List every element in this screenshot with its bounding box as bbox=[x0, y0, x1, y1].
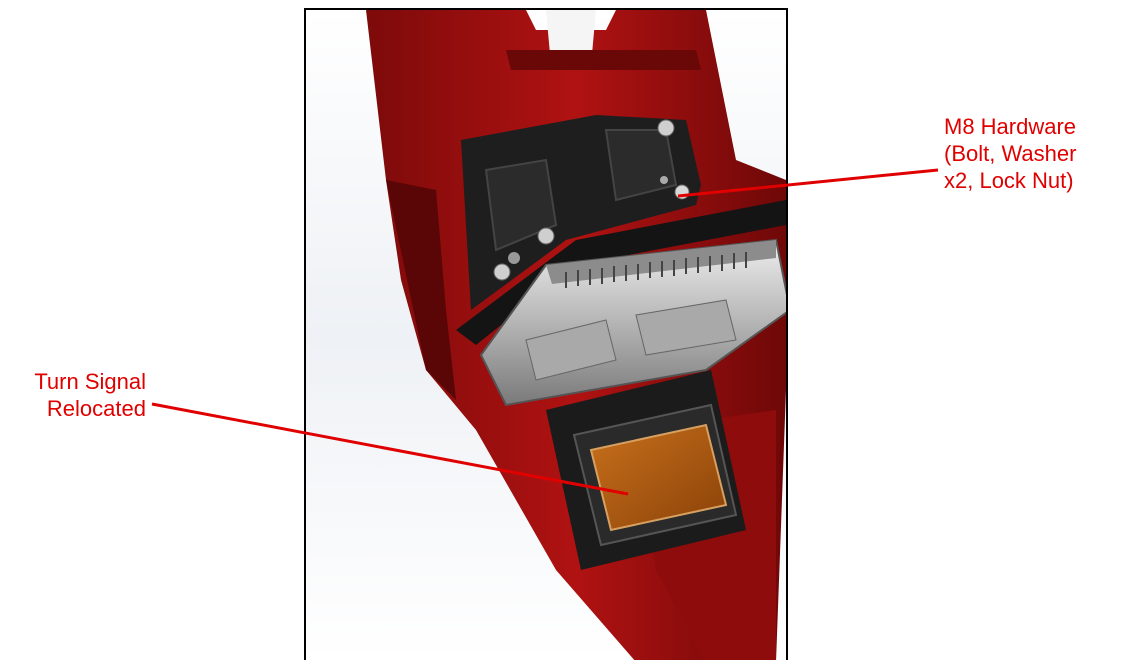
mounting-plate bbox=[456, 115, 786, 345]
callout-m8-hardware: M8 Hardware (Bolt, Washer x2, Lock Nut) bbox=[944, 114, 1077, 193]
controller-module bbox=[479, 238, 786, 407]
cad-render-frame bbox=[304, 8, 788, 660]
callout-turn-signal: Turn Signal Relocated bbox=[34, 369, 146, 421]
cad-render bbox=[366, 10, 786, 660]
